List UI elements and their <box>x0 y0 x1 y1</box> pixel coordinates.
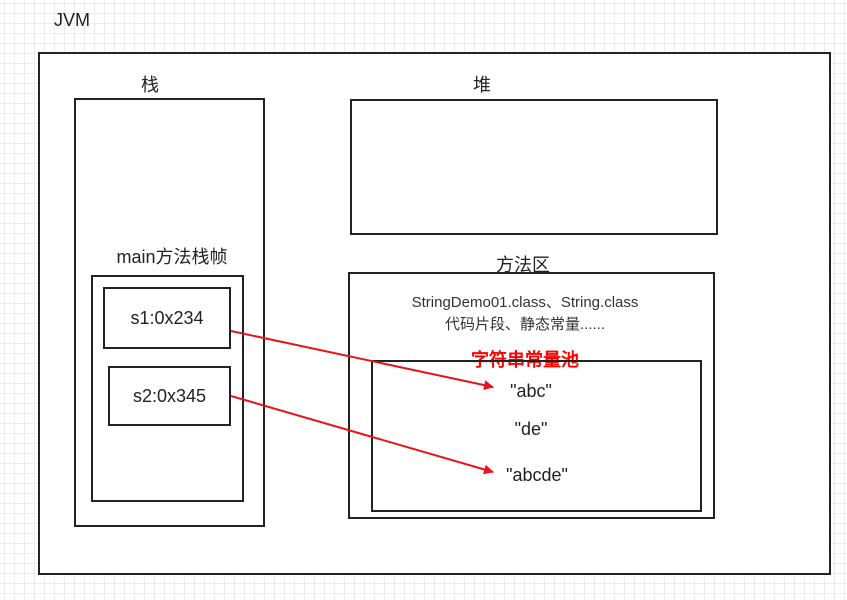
method-area-title: 方法区 <box>496 255 550 275</box>
heap-title: 堆 <box>473 75 491 95</box>
stack-title: 栈 <box>141 75 159 95</box>
var-s2-box: s2:0x345 <box>108 366 231 426</box>
var-s1-box: s1:0x234 <box>103 287 231 349</box>
method-area-line2: 代码片段、静态常量...... <box>444 316 606 333</box>
pool-item-abc: "abc" <box>510 381 552 401</box>
jvm-label: JVM <box>54 10 90 30</box>
main-frame-title: main方法栈帧 <box>116 247 228 267</box>
heap-box <box>350 99 718 235</box>
pool-item-abcde: "abcde" <box>506 465 568 485</box>
var-s2-text: s2:0x345 <box>132 385 207 406</box>
pool-item-de: "de" <box>514 419 548 439</box>
var-s1-text: s1:0x234 <box>130 307 204 328</box>
method-area-line1: StringDemo01.class、String.class <box>411 294 639 311</box>
